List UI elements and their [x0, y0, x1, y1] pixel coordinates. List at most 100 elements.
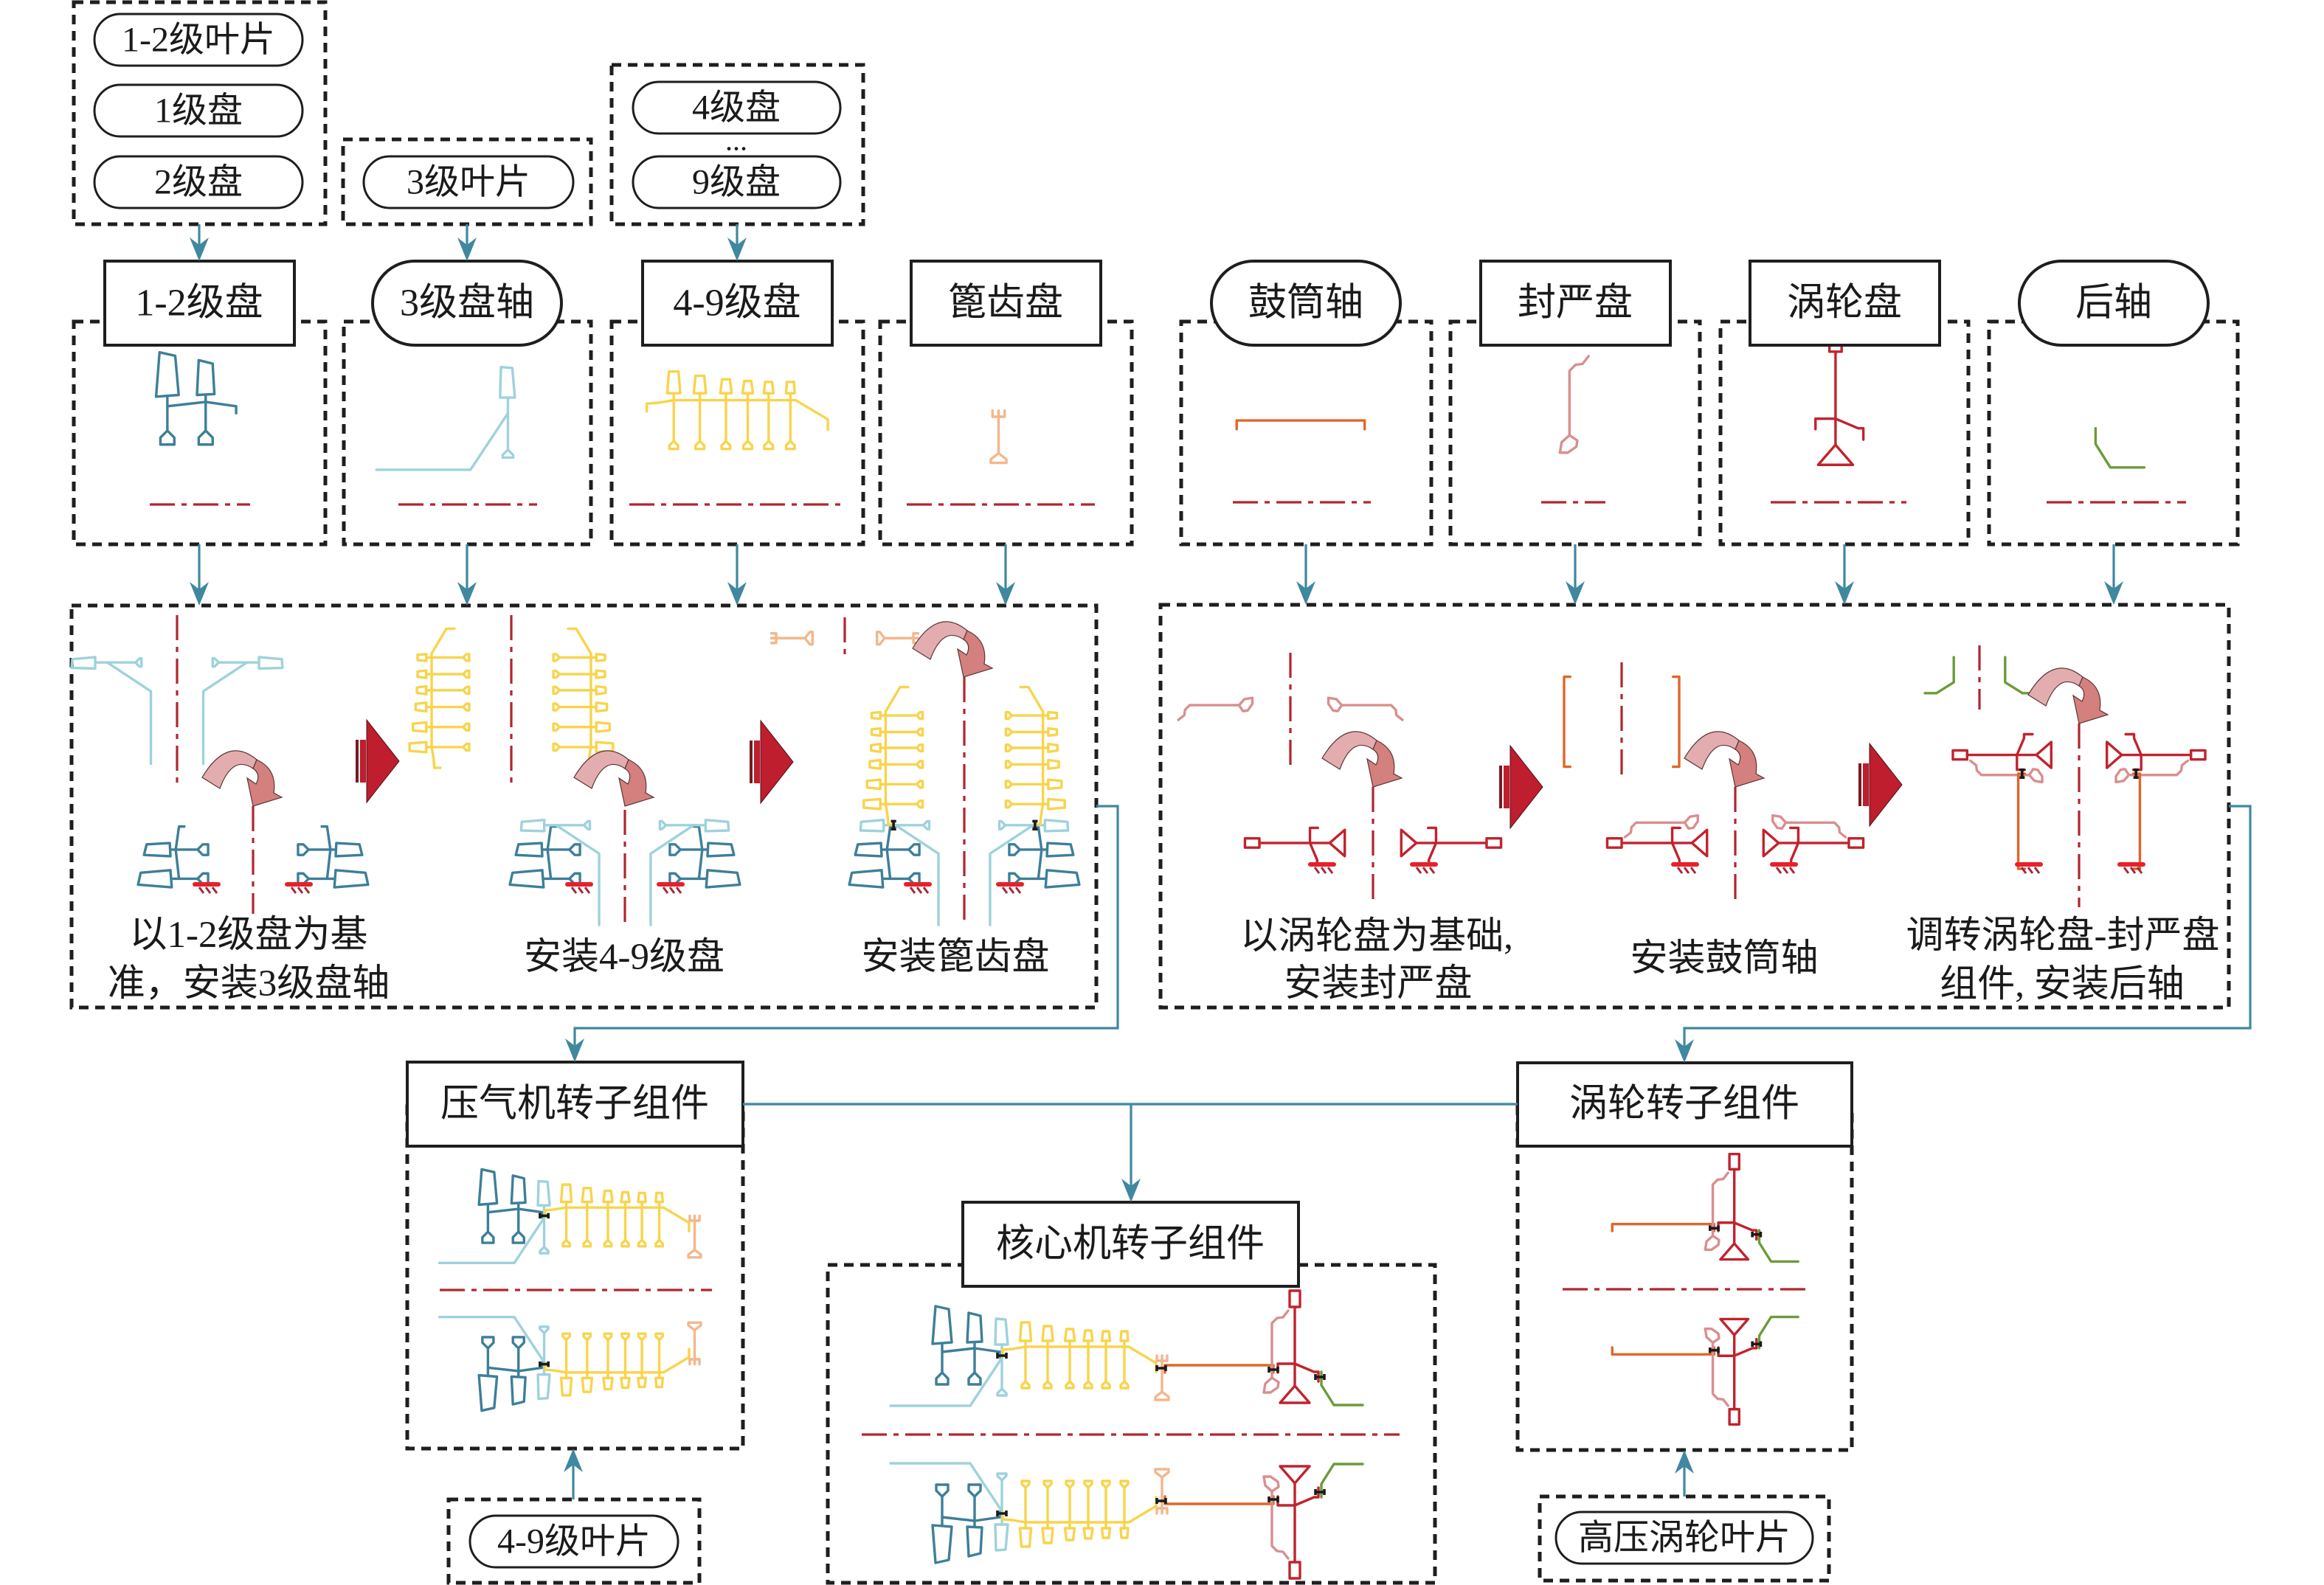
blade-stage-2	[511, 1377, 525, 1405]
blade-stage-3	[995, 1319, 1008, 1345]
drum-shaft	[1165, 1365, 1273, 1373]
dovetail-stage-1	[936, 1373, 948, 1384]
seal-disc-web	[1713, 1342, 1729, 1406]
dovetail-stage-3	[999, 821, 1005, 829]
turbine-disc-arm	[1278, 1364, 1318, 1381]
dovetail-stage-2	[298, 844, 308, 855]
fixture-hatch	[1327, 867, 1334, 874]
dovetail-stage-2	[570, 844, 580, 855]
labyrinth-disc	[991, 411, 1006, 463]
stage-1-2-disc	[298, 827, 368, 887]
compressor-blades-arrow	[564, 1449, 583, 1499]
seal-disc	[1329, 698, 1403, 720]
dovetail-stage-4	[553, 743, 559, 750]
dovetail-stage-6	[604, 1240, 611, 1246]
half-view	[1560, 356, 1588, 453]
dovetail-stage-7	[463, 687, 469, 693]
front-shaft	[990, 825, 1033, 925]
turbine-rotor-title: 涡轮转子组件	[1569, 1083, 1799, 1126]
blade-stage-2	[967, 1313, 982, 1342]
half-view-b	[990, 687, 1079, 926]
blade-stage-3	[259, 657, 283, 668]
next-step-arrow-icon	[750, 719, 794, 805]
drum-shaft-body	[2019, 774, 2025, 869]
part-title-labyrinth-disc: 篦齿盘	[948, 282, 1063, 325]
rear-shaft	[1760, 1317, 1799, 1348]
turbine-disc-bore	[2036, 742, 2051, 768]
dovetail-stage-6	[1066, 1381, 1073, 1388]
blade-stage-9	[596, 654, 605, 661]
turbine-disc-bore	[1818, 445, 1853, 465]
fixture-hatch	[1683, 867, 1690, 874]
part-view-drum-shaft	[1237, 420, 1364, 429]
dovetail-stage-3	[540, 1247, 548, 1253]
arrow-head	[2072, 676, 2109, 724]
input-label-stage-9-disc: 9级盘	[692, 163, 781, 202]
arrow-head	[618, 759, 655, 807]
dovetail-stage-2	[670, 844, 680, 855]
half-view-b	[1763, 816, 1863, 864]
stage-3-disc-shaft	[890, 1319, 1008, 1406]
labyrinth-dovetail	[991, 454, 1006, 463]
fixture-hatch	[909, 887, 916, 894]
blade-stage-9	[1121, 1331, 1128, 1341]
arrow-head	[957, 630, 994, 678]
stage-3-disc-shaft	[376, 367, 515, 470]
part-box-seal-disc	[1448, 319, 1702, 547]
disc-web	[942, 1348, 1000, 1358]
labyrinth-teeth	[690, 1359, 699, 1364]
fixture-hatch	[1313, 867, 1321, 874]
dovetail-stage-9	[916, 712, 922, 719]
blade-stage-6	[604, 1191, 612, 1202]
blade-stage-7	[742, 381, 753, 394]
input-ellipsis: ...	[725, 124, 747, 157]
rotate-install-arrow-icon	[2027, 667, 2109, 724]
dovetail-stage-2	[513, 1337, 524, 1348]
blade-stage-3	[705, 820, 728, 831]
blade-stage-4	[561, 1185, 572, 1202]
part-title-box	[910, 260, 1102, 347]
fixture-hatch	[204, 887, 212, 894]
blade-stage-2	[708, 843, 734, 856]
stage-3-disc-shaft	[890, 1463, 1008, 1550]
stage-1-2-disc	[1009, 827, 1079, 887]
turbine-disc	[2107, 735, 2205, 770]
turbine-disc-arm	[1278, 1488, 1318, 1505]
blade-stage-5	[596, 722, 609, 732]
blade-stage-7	[1084, 1528, 1093, 1539]
labyrinth-disc	[771, 632, 812, 645]
labyrinth-teeth	[690, 1215, 699, 1221]
part-to-step-arrow	[2104, 544, 2123, 605]
turbine-disc-arm	[1310, 828, 1326, 864]
fixture-hatch	[2020, 867, 2027, 874]
seal-disc	[1773, 816, 1846, 837]
dovetail-stage-5	[463, 724, 469, 730]
flow-arrowhead-icon	[727, 582, 747, 606]
blade-stage-2	[967, 1527, 982, 1556]
fixture-ground-icon	[1308, 862, 1336, 874]
labyrinth-disc	[688, 1322, 701, 1364]
rotate-install-arrow-icon	[1684, 731, 1766, 788]
arrow-head	[1729, 740, 1766, 788]
turbine-blade-slot	[1729, 1409, 1739, 1425]
dovetail-stage-8	[638, 1333, 645, 1339]
labyrinth-dovetail	[877, 632, 885, 645]
drum-shaft-body	[1673, 677, 1679, 767]
drum-shaft-body	[1564, 677, 1570, 767]
turbine-step-3-caption-line-2: 组件, 安装后轴	[1940, 964, 2185, 1005]
turbine-step-1-caption-line-1: 以涡轮盘为基础,	[1240, 916, 1513, 957]
bolt-connector-icon	[1710, 1226, 1718, 1232]
input-group-stage-1-2	[72, 0, 328, 226]
disc-web	[322, 827, 331, 879]
dovetail-stage-4	[563, 1240, 570, 1246]
dovetail-stage-4	[463, 743, 469, 750]
core-rotor-box	[826, 1263, 1437, 1585]
turbine-disc-arm	[2126, 735, 2141, 770]
labyrinth-teeth	[1157, 1508, 1167, 1513]
stage-4-9-disc	[864, 687, 923, 825]
rear-shaft	[1321, 1464, 1363, 1497]
dovetail-stage-1	[483, 1337, 494, 1348]
seal-disc-tooth	[1264, 1477, 1279, 1491]
dovetail-stage-6	[1066, 1481, 1073, 1488]
